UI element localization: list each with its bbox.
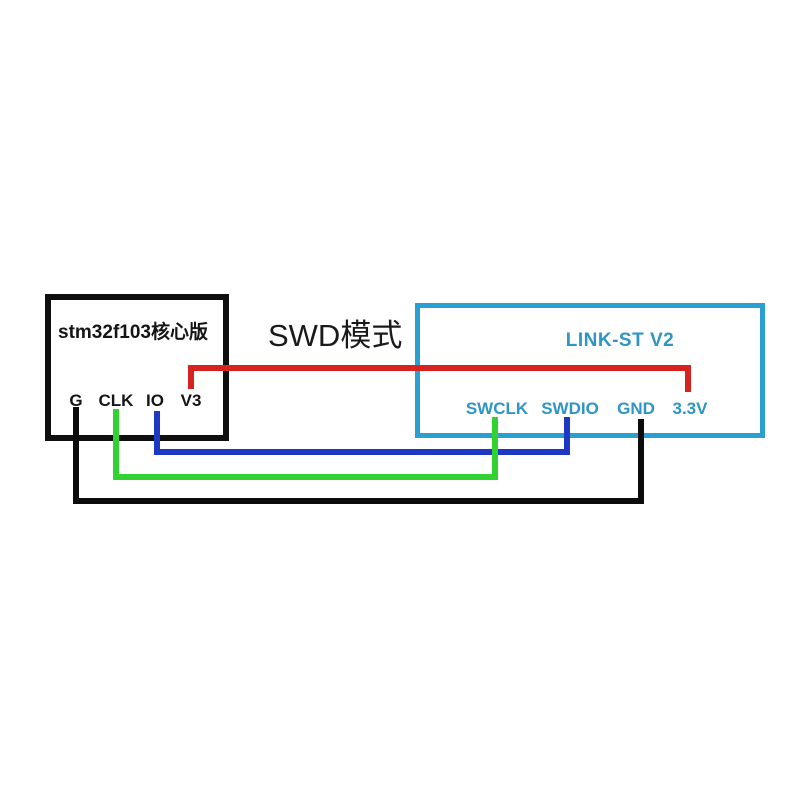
clock-wire — [113, 409, 498, 480]
pin-label-gnd: GND — [617, 399, 655, 418]
data-wire — [154, 411, 570, 455]
pin-label-swdio: SWDIO — [541, 399, 599, 418]
diagram-mode-label: SWD模式 — [268, 318, 403, 353]
pin-label-swclk: SWCLK — [465, 399, 529, 418]
pin-label-v3: V3 — [180, 391, 202, 410]
stm32-board-title: stm32f103核心版 — [58, 322, 208, 343]
pin-label-io: IO — [146, 391, 164, 410]
ground-wire — [73, 407, 644, 504]
pin-label-clk: CLK — [98, 391, 134, 410]
power-wire — [188, 365, 691, 392]
pin-label-33v: 3.3V — [672, 399, 708, 418]
pin-label-g: G — [69, 391, 83, 410]
stlink-board-title: LINK-ST V2 — [565, 330, 675, 351]
